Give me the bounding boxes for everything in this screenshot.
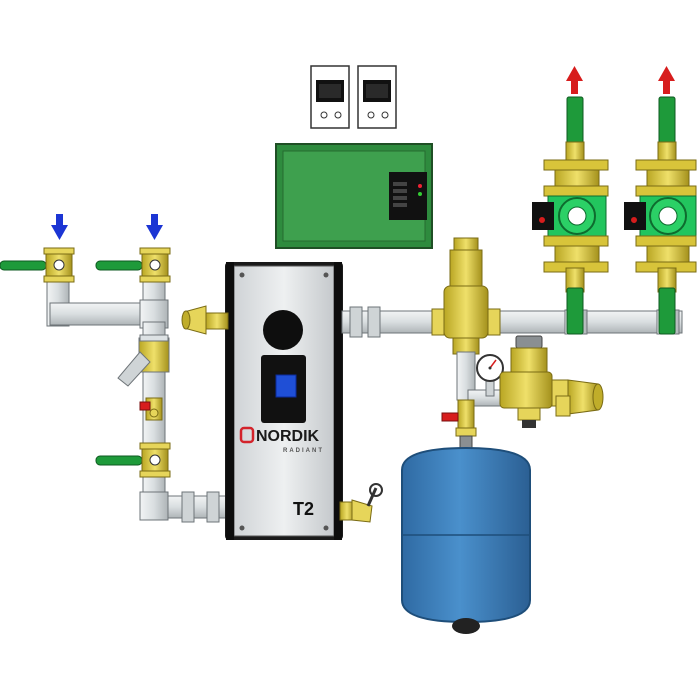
control-panel xyxy=(275,143,433,249)
red-ball-valve-tank xyxy=(441,399,477,437)
down-arrow-icon xyxy=(146,214,163,240)
left-piping xyxy=(46,277,229,523)
expansion-tank xyxy=(401,435,531,634)
model-mark: T2 xyxy=(293,499,314,519)
up-arrow-icon xyxy=(566,66,583,94)
fill-valve xyxy=(499,335,604,428)
drain-valve-boiler xyxy=(339,483,383,523)
thermostat-1 xyxy=(310,65,350,129)
electric-boiler: NORDIK RADIANT T2 xyxy=(225,262,343,540)
air-separator xyxy=(431,237,501,355)
ball-valve-left-2 xyxy=(95,247,171,283)
brand-sub: RADIANT xyxy=(283,448,324,454)
brand-name: NORDIK xyxy=(256,428,320,445)
red-ball-valve-left xyxy=(139,397,163,421)
y-strainer xyxy=(117,334,170,387)
thermostat-2 xyxy=(357,65,397,129)
pump-zone-2 xyxy=(624,96,697,335)
display-screen-icon xyxy=(275,374,297,398)
down-arrow-icon xyxy=(51,214,68,240)
pump-zone-1 xyxy=(532,96,609,335)
relief-valve-boiler xyxy=(181,305,229,335)
pressure-gauge-icon xyxy=(476,354,504,397)
ball-valve-left-1 xyxy=(0,247,75,283)
ball-valve-left-3 xyxy=(95,442,171,478)
up-arrow-icon xyxy=(658,66,675,94)
supply-pipe xyxy=(341,306,683,338)
nordik-logo: NORDIK RADIANT xyxy=(239,426,324,454)
